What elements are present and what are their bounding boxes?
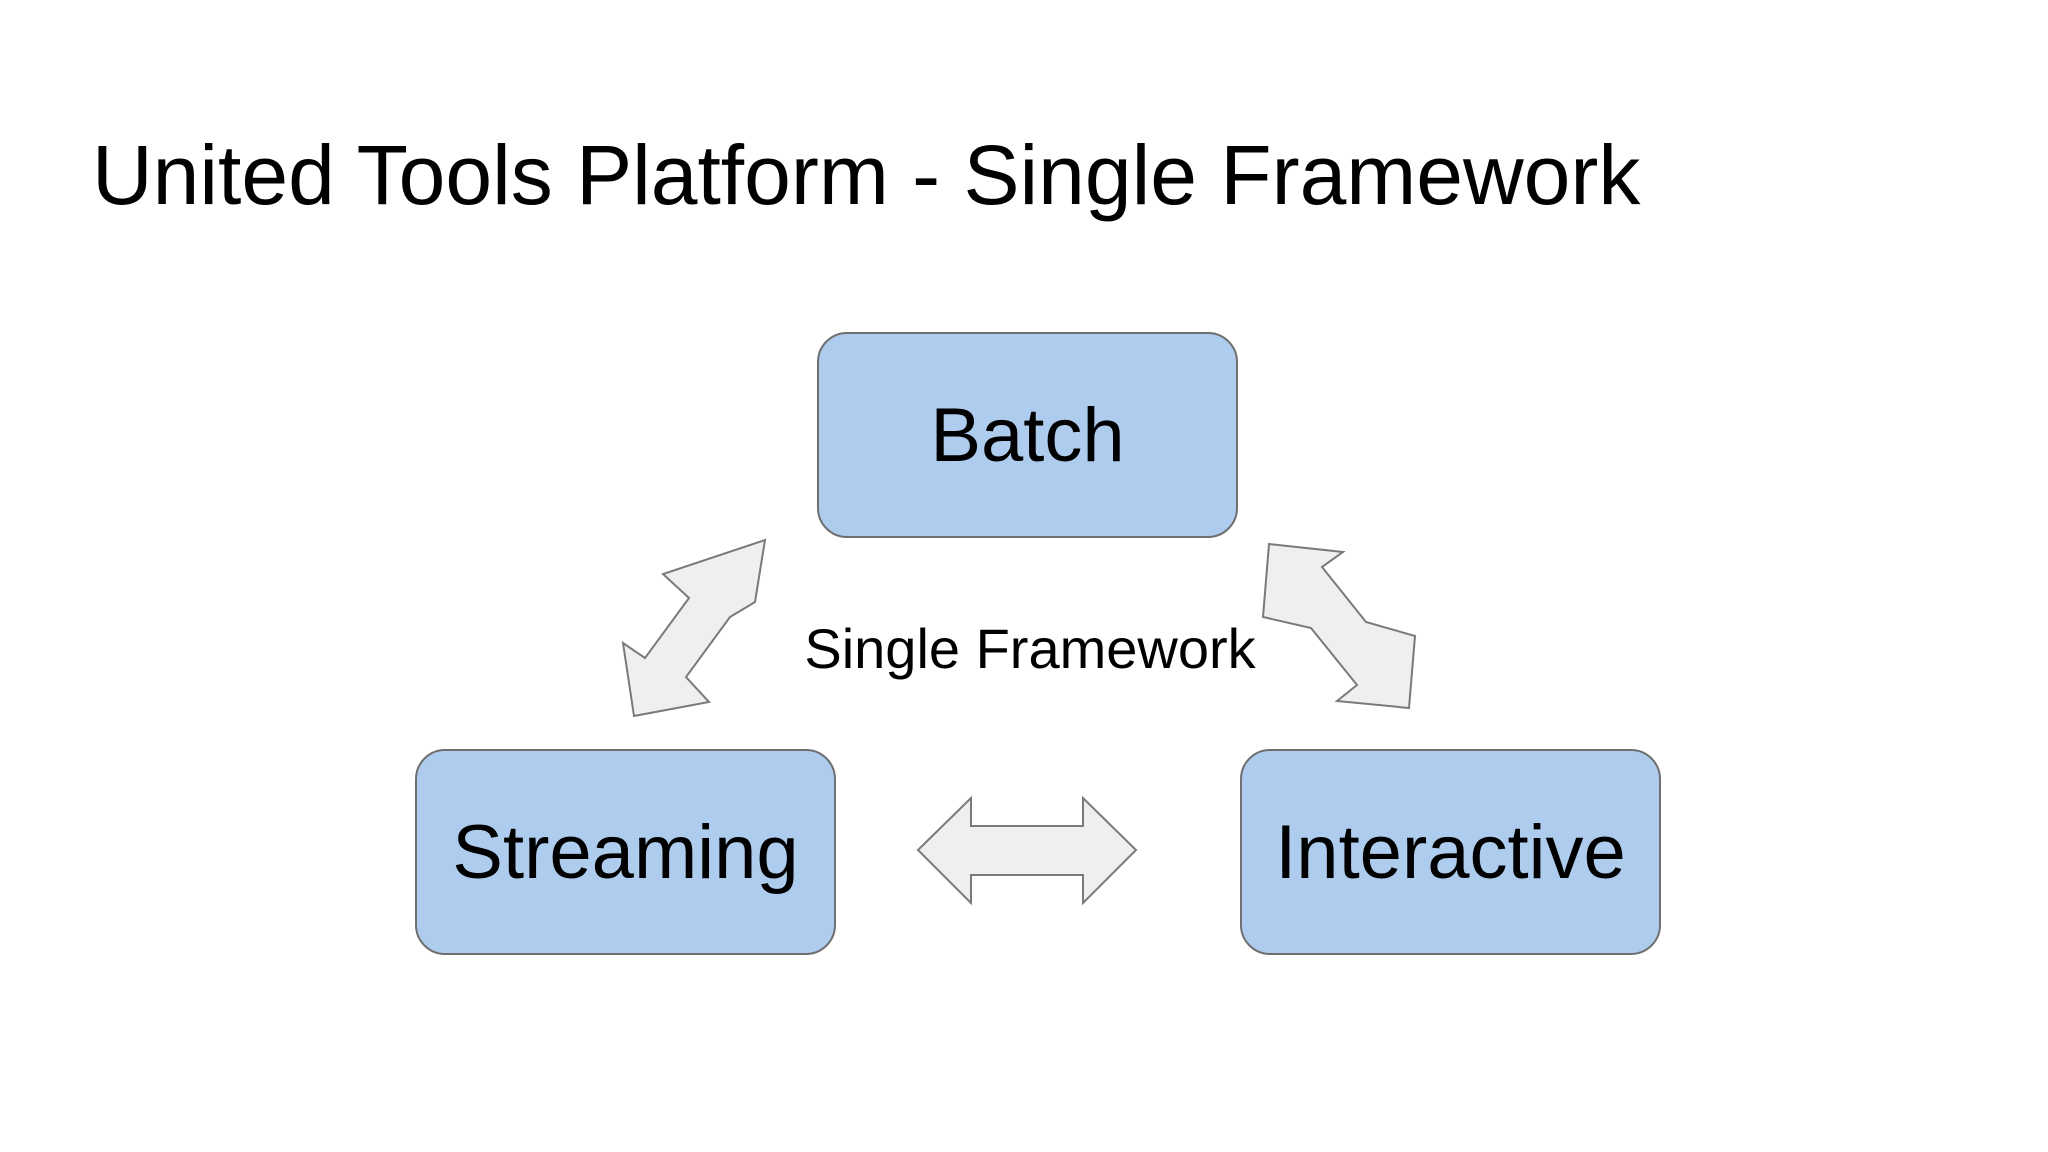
- node-batch: Batch: [817, 332, 1238, 538]
- double-arrow-batch-streaming: [621, 538, 767, 718]
- center-label: Single Framework: [804, 617, 1256, 680]
- slide-title: United Tools Platform - Single Framework: [92, 128, 1641, 222]
- node-batch-label: Batch: [930, 392, 1125, 478]
- node-streaming: Streaming: [415, 749, 836, 955]
- double-arrow-streaming-interactive: [916, 795, 1138, 906]
- node-streaming-label: Streaming: [452, 809, 799, 895]
- node-interactive-label: Interactive: [1275, 809, 1626, 895]
- node-interactive: Interactive: [1240, 749, 1661, 955]
- double-arrow-batch-interactive: [1261, 542, 1417, 710]
